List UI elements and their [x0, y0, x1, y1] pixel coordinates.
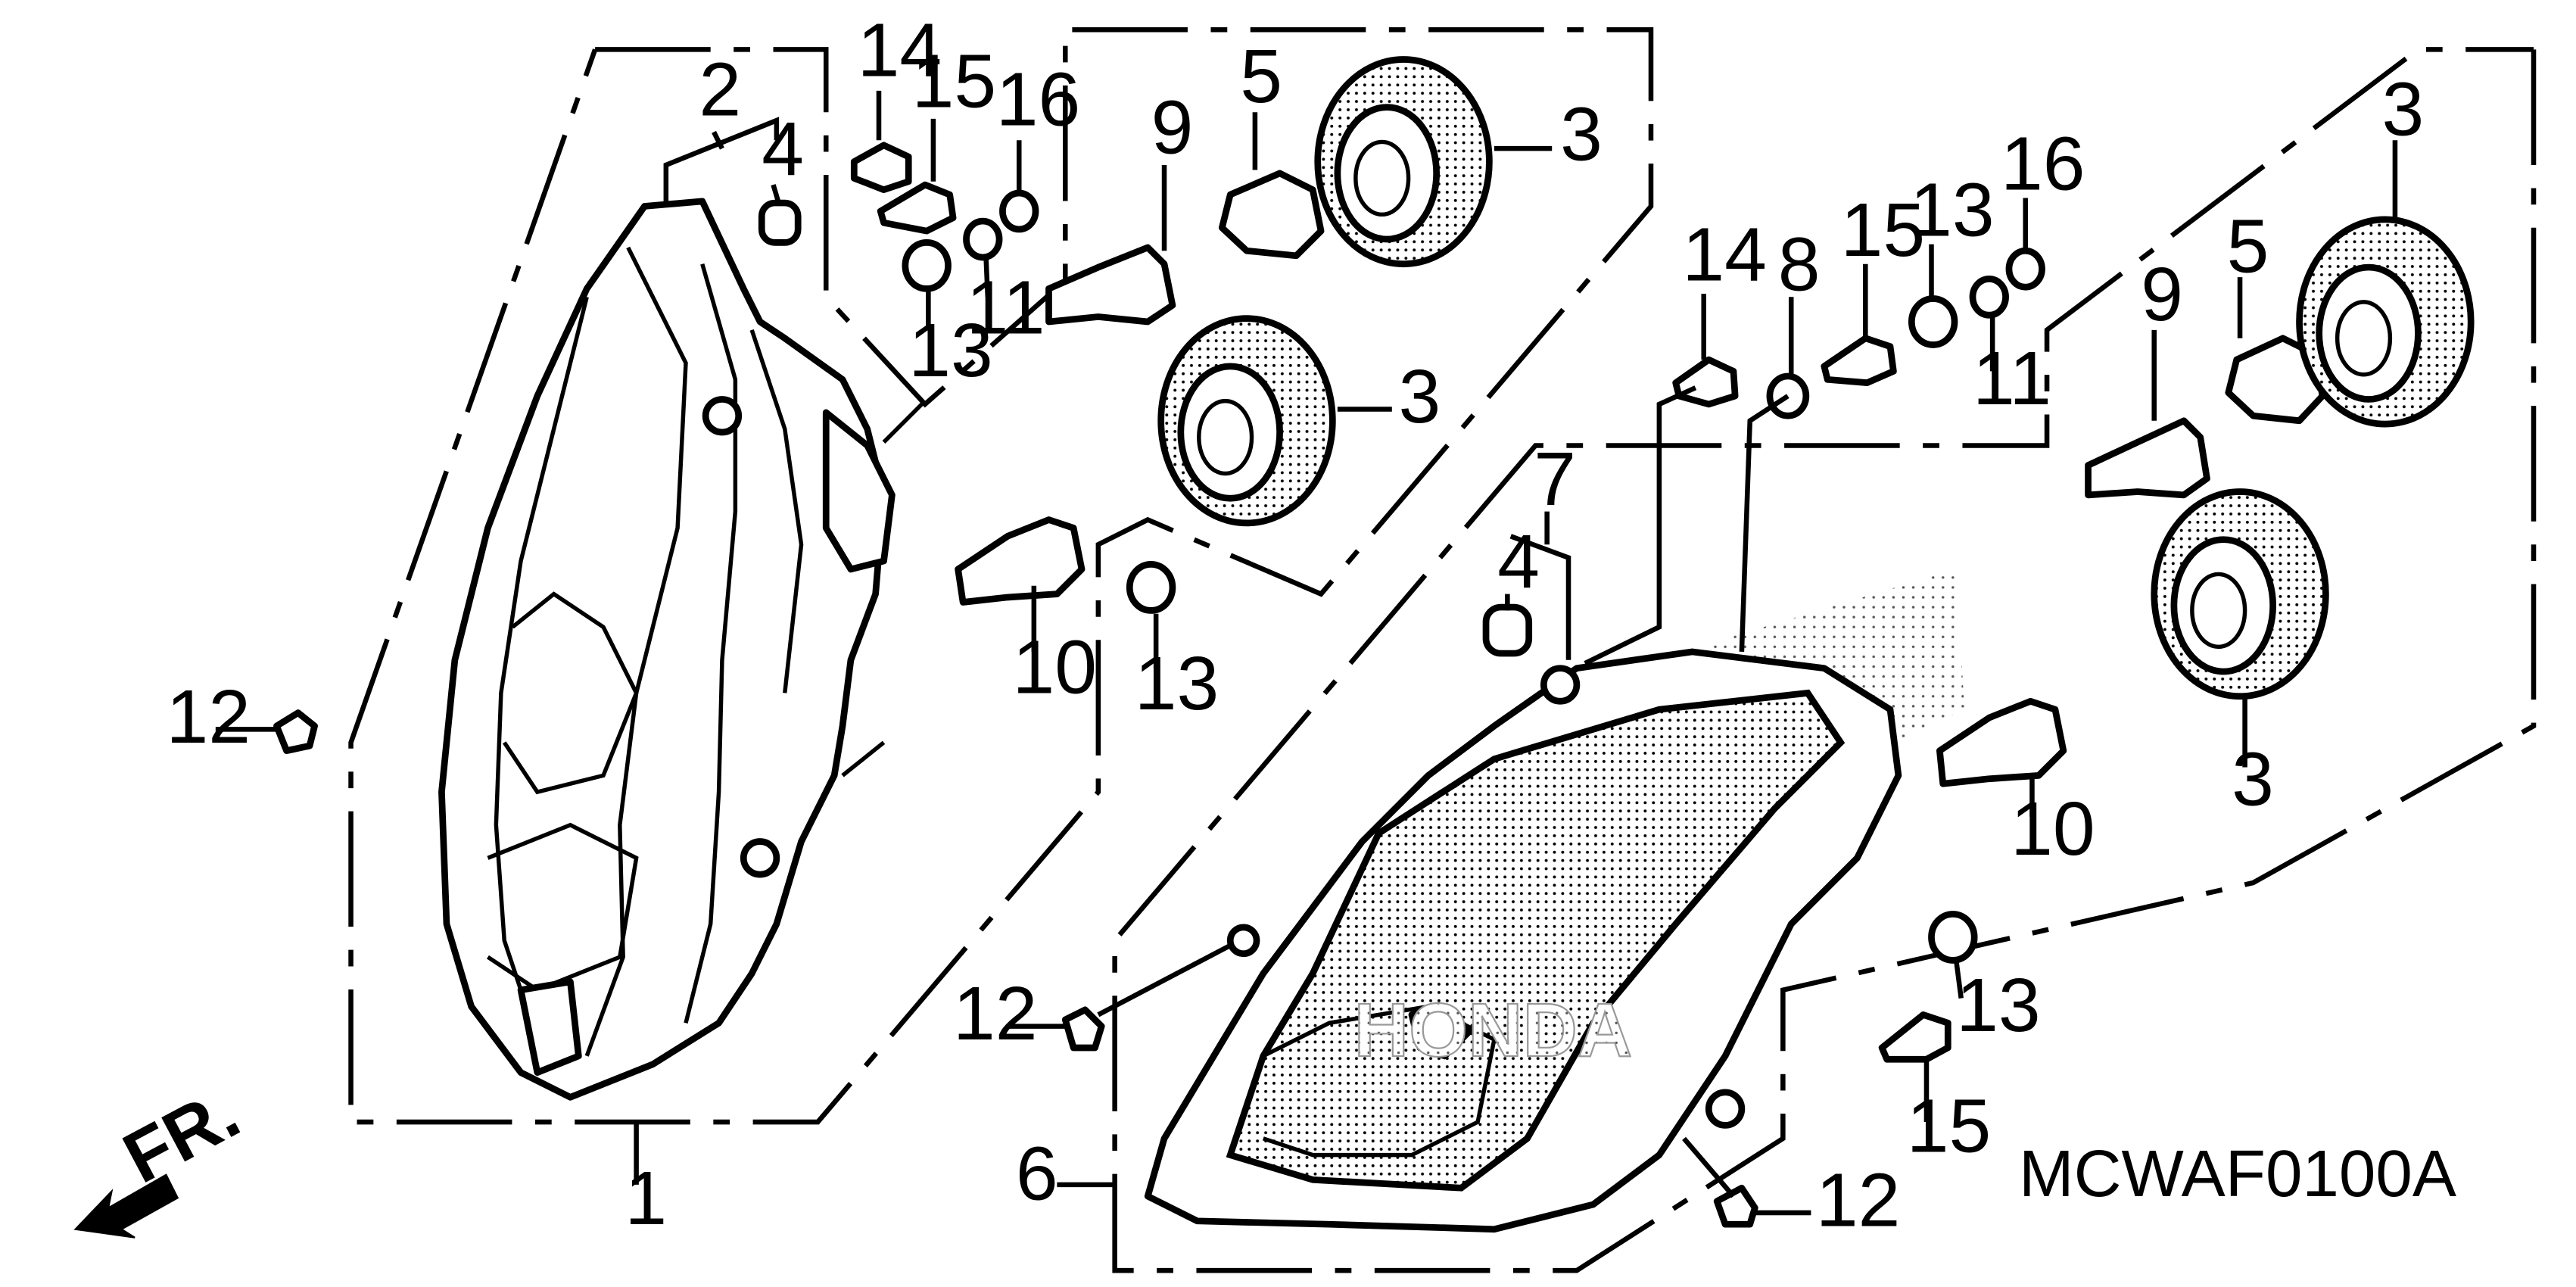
callout-12-right-a: 12 [953, 971, 1038, 1056]
clip-12-left [273, 709, 318, 755]
callout-3-left-top: 3 [1560, 92, 1603, 176]
callout-8: 8 [1778, 223, 1821, 307]
nut-16-left [999, 189, 1039, 233]
screw-15-right-top [1821, 335, 1897, 386]
callout-13-left-b: 13 [1135, 641, 1219, 726]
nut-16-right [2005, 247, 2045, 291]
grommet-13-right-top [1908, 295, 1958, 348]
cap-3-right-bottom [2151, 488, 2329, 700]
collar-11-left [963, 217, 1003, 261]
callout-9-left: 9 [1151, 86, 1194, 170]
cap-3-left-top [1314, 56, 1493, 268]
callout-11-right: 11 [1973, 336, 2051, 421]
bulb-10-right [1936, 697, 2067, 787]
diagram-code: MCWAF0100A [2019, 1137, 2456, 1211]
bulb-10-left [955, 516, 1086, 606]
collar-11-right [1969, 275, 2009, 319]
callout-12-left: 12 [166, 675, 251, 759]
left-small-parts [273, 142, 1176, 755]
callout-15-left: 15 [912, 39, 997, 124]
callout-5-left: 5 [1240, 34, 1282, 119]
callout-13-right-bottom: 13 [1956, 963, 2041, 1048]
callout-6: 6 [1016, 1131, 1058, 1216]
screw-15-right-bottom [1878, 1011, 1951, 1063]
right-headlight-unit: HONDA [1144, 569, 1965, 1233]
callout-4-right: 4 [1497, 519, 1540, 604]
collar-4-left [758, 199, 802, 246]
callout-4-left: 4 [762, 107, 804, 192]
socket-5-left [1218, 170, 1325, 260]
clip-12-right-a [1061, 1006, 1105, 1052]
left-bulbs-caps [955, 56, 1493, 606]
callout-14-right: 14 [1682, 213, 1767, 298]
callout-16-right: 16 [2001, 122, 2085, 207]
callout-15-right-bottom: 15 [1907, 1083, 1992, 1168]
callout-2: 2 [699, 48, 741, 132]
screw-15-left [877, 181, 957, 235]
clip-12-right-b [1713, 1184, 1758, 1228]
grommet-13-left-b [1126, 561, 1176, 614]
grommet-13-left-a [902, 239, 952, 292]
screw-14-left [850, 142, 912, 193]
left-headlight-unit [438, 198, 927, 1101]
callout-14-left: 14 [858, 8, 942, 92]
svg-text:HONDA: HONDA [1354, 988, 1633, 1073]
callout-3-right-bottom: 3 [2232, 737, 2274, 822]
callout-labels: 2 4 14 15 16 11 13 9 5 3 3 10 13 12 1 7 … [166, 8, 2424, 1242]
socket-5-right [2225, 335, 2326, 425]
callout-10-right: 10 [2011, 787, 2095, 871]
direction-label: FR. [111, 1072, 252, 1198]
callout-13-left-a: 13 [908, 308, 993, 393]
right-assembly-boundary [1112, 47, 2537, 1273]
left-assembly-boundary [348, 26, 1654, 1125]
callout-11-left: 11 [967, 265, 1045, 350]
bulb-9-left [1045, 244, 1176, 326]
callout-16-left: 16 [996, 58, 1081, 142]
grommet-13-right-bottom [1928, 911, 1978, 964]
leader-lines [215, 90, 2398, 1216]
callout-13-right-top: 13 [1910, 168, 1995, 253]
callout-7: 7 [1534, 437, 1576, 522]
callout-15-right-top: 15 [1841, 188, 1926, 273]
callout-9-right: 9 [2141, 252, 2183, 337]
callout-12-right-b: 12 [1816, 1158, 1901, 1242]
screw-14-right [1672, 356, 1739, 408]
callout-10-left: 10 [1013, 625, 1098, 709]
cap-3-left-bottom [1157, 315, 1336, 527]
bulb-9-right [2085, 417, 2210, 499]
right-bulbs-caps [1936, 216, 2475, 787]
cap-3-right-top [2296, 216, 2475, 428]
callout-3-left-bottom: 3 [1399, 354, 1441, 439]
callout-1: 1 [625, 1156, 667, 1241]
callout-5-right: 5 [2227, 204, 2269, 289]
front-direction-arrow: FR. [73, 1072, 252, 1239]
collar-4-right [1482, 603, 1533, 657]
callout-3-right-top: 3 [2382, 67, 2425, 152]
collar-8 [1766, 372, 1810, 419]
